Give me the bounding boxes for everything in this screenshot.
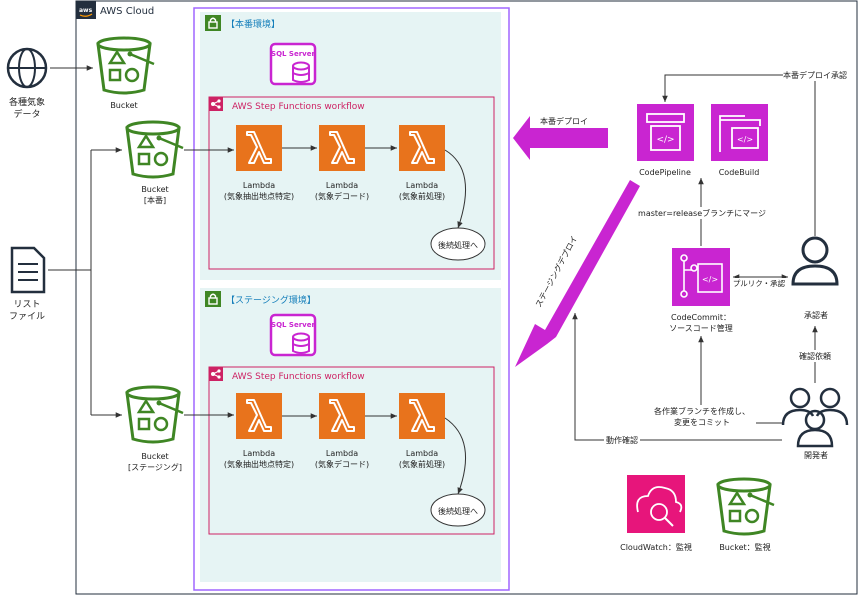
svg-text:</>: </> [656, 135, 674, 145]
step-functions-icon [208, 96, 224, 112]
svg-text:</>: </> [702, 275, 718, 284]
stg-deploy-arrow [515, 180, 640, 367]
environment-group [193, 7, 510, 591]
lambda-icon [235, 392, 283, 440]
weather-data-label: データ [13, 108, 40, 120]
users-icon [781, 387, 849, 448]
svg-text:aws: aws [79, 7, 93, 14]
codecommit-icon: </> [672, 248, 730, 306]
bucket-icon [96, 36, 156, 95]
codebuild-label: CodeBuild [719, 168, 760, 177]
bucket-label: Bucket [141, 185, 168, 194]
step-functions-icon [208, 366, 224, 382]
prod-step-functions-workflow [208, 96, 495, 270]
stg-workflow-label: AWS Step Functions workflow [232, 372, 365, 382]
review-request-label: 確認依頼 [799, 351, 831, 361]
bucket-label: Bucket [110, 101, 137, 110]
check-label: 動作確認 [606, 435, 638, 445]
cloudwatch-label: CloudWatch：監視 [620, 542, 692, 552]
prod-workflow-label: AWS Step Functions workflow [232, 102, 365, 112]
approve-deploy-label: 本番デプロイ承認 [783, 70, 847, 80]
sql-server-label: SQL Server [271, 321, 315, 329]
codebuild-icon: </> [711, 104, 768, 161]
next-process-node [430, 493, 486, 527]
stg-env-label: 【ステージング環境】 [226, 294, 316, 306]
prod-deploy-label: 本番デプロイ [540, 116, 588, 126]
lambda-desc: (気象前処理) [399, 191, 445, 201]
svg-text:</>: </> [737, 135, 753, 144]
pull-request-label: プルリク・承認 [733, 278, 786, 288]
lambda-desc: (気象デコード) [315, 191, 369, 201]
lambda-icon [398, 392, 446, 440]
merge-label: master=releaseブランチにマージ [638, 208, 766, 218]
next-process-node [430, 227, 486, 261]
bucket-label: Bucket [141, 452, 168, 461]
lambda-label: Lambda [326, 181, 358, 190]
next-process-label: 後続処理へ [438, 240, 478, 250]
developer-label: 開発者 [804, 451, 828, 460]
lambda-label: Lambda [243, 181, 275, 190]
lambda-label: Lambda [406, 449, 438, 458]
bucket-icon [125, 385, 185, 444]
sql-server-label: SQL Server [271, 50, 315, 58]
stg-step-functions-workflow [208, 366, 495, 535]
cloudwatch-icon [627, 475, 685, 533]
bucket-icon [716, 477, 776, 536]
list-file-label: ファイル [9, 312, 45, 322]
codepipeline-icon: </> [637, 104, 694, 161]
lock-icon [204, 290, 222, 308]
lambda-label: Lambda [243, 449, 275, 458]
monitor-bucket-label: Bucket：監視 [719, 542, 770, 552]
bucket-label: [ステージング] [128, 462, 182, 472]
lambda-desc: (気象デコード) [315, 459, 369, 469]
codecommit-label: CodeCommit： [671, 313, 731, 322]
lambda-label: Lambda [326, 449, 358, 458]
lambda-icon [318, 124, 366, 172]
lambda-icon [235, 124, 283, 172]
bucket-icon [125, 120, 185, 179]
bucket-label: [本番] [144, 195, 166, 205]
commit-label: 変更をコミット [674, 417, 730, 427]
lambda-label: Lambda [406, 181, 438, 190]
lambda-icon [398, 124, 446, 172]
lock-icon [204, 14, 222, 32]
weather-data-label: 各種気象 [9, 96, 45, 108]
aws-cloud-label: AWS Cloud [100, 6, 154, 17]
lambda-desc: (気象抽出地点特定) [224, 459, 294, 469]
prod-deploy-arrow [513, 116, 608, 160]
globe-icon [6, 47, 48, 89]
prod-env-label: 【本番環境】 [226, 18, 280, 30]
user-icon [791, 236, 839, 286]
lambda-desc: (気象前処理) [399, 459, 445, 469]
codecommit-label: ソースコード管理 [669, 323, 733, 333]
list-file-label: リスト [13, 300, 40, 310]
next-process-label: 後続処理へ [438, 506, 478, 516]
lambda-desc: (気象抽出地点特定) [224, 191, 294, 201]
commit-label: 各作業ブランチを作成し、 [654, 406, 750, 416]
lambda-icon [318, 392, 366, 440]
document-icon [10, 246, 46, 294]
codepipeline-label: CodePipeline [639, 168, 691, 177]
approver-label: 承認者 [804, 310, 828, 320]
